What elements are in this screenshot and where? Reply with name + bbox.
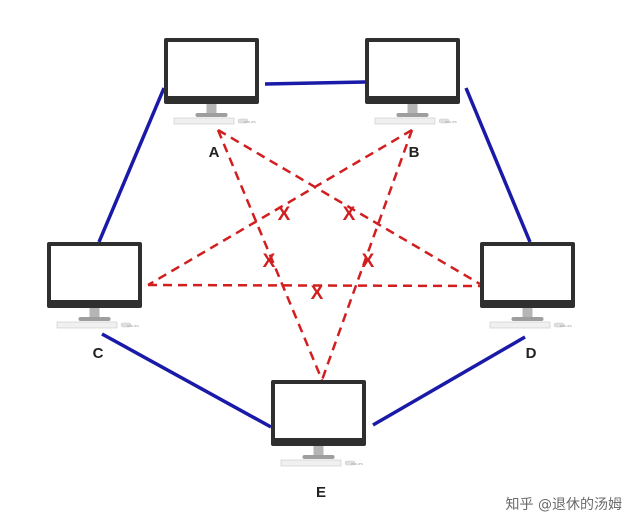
computer-node-c: PHILIPS C bbox=[47, 242, 142, 362]
nodes-layer: PHILIPS A PHILIPS B PHILIPS C PHILIPS D PHILIPS E bbox=[47, 38, 575, 501]
computer-node-b: PHILIPS B bbox=[365, 38, 460, 161]
link-D-E bbox=[372, 335, 526, 427]
keyboard-icon bbox=[374, 117, 436, 125]
blocked-marks: X X X X X bbox=[263, 204, 375, 304]
link-E-C bbox=[101, 332, 272, 429]
monitor-base bbox=[511, 317, 544, 321]
blocked-mark-x: X bbox=[263, 251, 276, 272]
node-label: B bbox=[409, 144, 420, 161]
blocked-mark-x: X bbox=[311, 283, 324, 304]
mouse-icon bbox=[553, 322, 565, 328]
monitor-base bbox=[396, 113, 429, 117]
monitor-brand-text: PHILIPS bbox=[445, 120, 457, 124]
monitor-brand-text: PHILIPS bbox=[244, 120, 256, 124]
monitor-stand bbox=[89, 308, 100, 318]
node-label: C bbox=[93, 345, 104, 362]
monitor-screen bbox=[275, 384, 362, 438]
monitor-base bbox=[195, 113, 228, 117]
computer-node-e: PHILIPS E bbox=[271, 380, 366, 501]
monitor-screen bbox=[369, 42, 456, 96]
mouse-icon bbox=[438, 118, 450, 124]
mouse-icon bbox=[237, 118, 249, 124]
monitor-screen bbox=[168, 42, 255, 96]
keyboard-icon bbox=[56, 321, 118, 329]
link-C-A bbox=[97, 87, 166, 243]
link-A-B bbox=[264, 80, 366, 86]
link-A-E bbox=[216, 129, 324, 381]
blocked-mark-x: X bbox=[278, 204, 291, 225]
link-B-D bbox=[464, 87, 532, 243]
monitor-brand-text: PHILIPS bbox=[351, 462, 363, 466]
node-label: A bbox=[209, 144, 220, 161]
keyboard-icon bbox=[173, 117, 235, 125]
links-layer bbox=[97, 80, 532, 429]
monitor-brand-text: PHILIPS bbox=[560, 324, 572, 328]
mouse-icon bbox=[344, 460, 356, 466]
node-label: D bbox=[526, 345, 537, 362]
monitor-stand bbox=[206, 104, 217, 114]
blocked-mark-x: X bbox=[362, 251, 375, 272]
computer-node-d: PHILIPS D bbox=[480, 242, 575, 362]
monitor-base bbox=[78, 317, 111, 321]
blocked-mark-x: X bbox=[343, 204, 356, 225]
link-C-D bbox=[147, 283, 481, 288]
keyboard-icon bbox=[489, 321, 551, 329]
monitor-screen bbox=[484, 246, 571, 300]
watermark: 知乎 @退休的汤姆 bbox=[506, 496, 622, 513]
monitor-stand bbox=[522, 308, 533, 318]
computer-node-a: PHILIPS A bbox=[164, 38, 259, 161]
monitor-stand bbox=[313, 446, 324, 456]
monitor-screen bbox=[51, 246, 138, 300]
monitor-stand bbox=[407, 104, 418, 114]
mouse-icon bbox=[120, 322, 132, 328]
keyboard-icon bbox=[280, 459, 342, 467]
link-B-C bbox=[147, 128, 413, 287]
link-A-D bbox=[217, 128, 481, 286]
monitor-brand-text: PHILIPS bbox=[127, 324, 139, 328]
monitor-base bbox=[302, 455, 335, 459]
node-label: E bbox=[316, 484, 326, 501]
